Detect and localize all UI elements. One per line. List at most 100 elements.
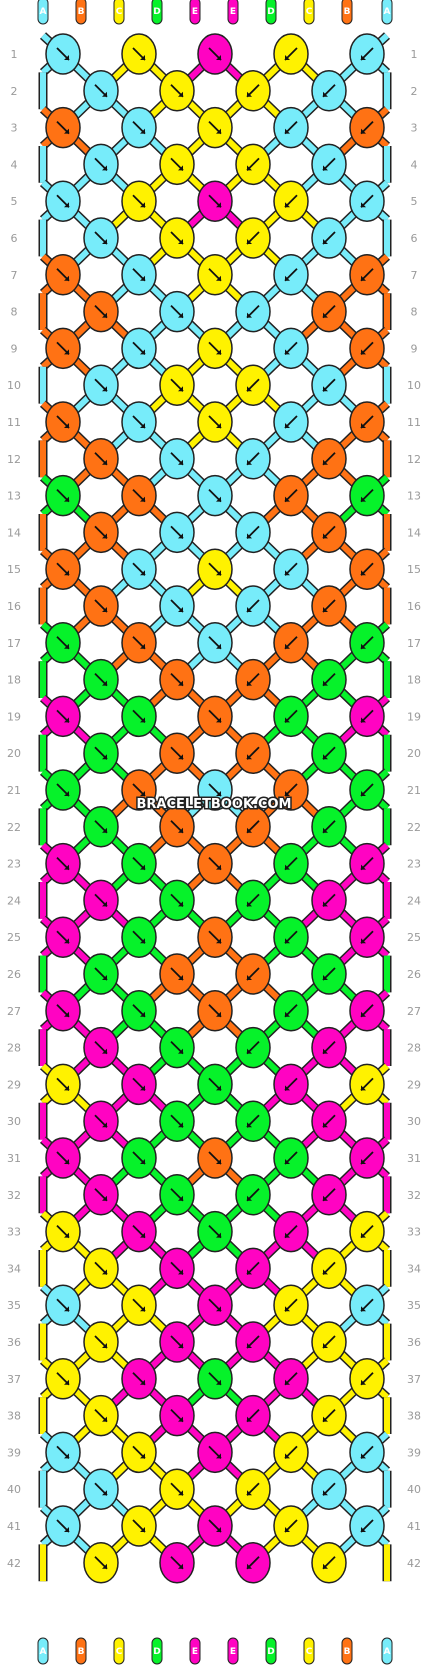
knot-arrow-head: [102, 1122, 107, 1128]
row-number-right: 31: [407, 1152, 421, 1165]
strand-label: B: [78, 1647, 85, 1657]
row-number-right: 36: [407, 1336, 421, 1349]
knot-arrow-head: [323, 533, 328, 539]
knot-arrow-head: [178, 975, 183, 980]
knot-arrow-head: [361, 202, 366, 208]
knot-arrow-head: [323, 1343, 328, 1348]
strand-end: [381, 0, 393, 25]
row-number-left: 4: [11, 158, 18, 171]
knot-arrow-head: [140, 864, 145, 870]
knot-arrow-head: [361, 349, 366, 355]
row-number-left: 3: [11, 122, 18, 135]
row-number-left: 25: [7, 931, 21, 944]
knot-arrow-head: [102, 680, 107, 686]
strand-label: D: [267, 1647, 274, 1657]
strand-end: [75, 0, 87, 25]
row-number-left: 5: [11, 195, 18, 208]
strand-label: B: [344, 7, 351, 17]
knot-arrow-head: [140, 1085, 145, 1091]
knot-arrow-head: [247, 1563, 252, 1569]
strand-label: D: [267, 7, 274, 17]
knot-arrow-head: [102, 901, 107, 907]
row-number-right: 25: [407, 931, 421, 944]
row-number-left: 35: [7, 1299, 21, 1312]
strand-label: C: [306, 7, 313, 17]
knot-arrow-head: [178, 459, 183, 465]
knot-arrow-head: [216, 1306, 221, 1312]
row-number-right: 13: [407, 490, 421, 503]
knot-arrow-head: [216, 1232, 221, 1238]
knot-arrow-head: [64, 864, 69, 870]
knot-arrow-head: [64, 202, 69, 208]
knot-arrow-head: [285, 1306, 290, 1312]
knot-arrow-head: [361, 1085, 366, 1091]
row-number-right: 21: [407, 784, 421, 797]
knot-arrow-head: [323, 1122, 328, 1128]
strand-end: [265, 0, 277, 25]
knot-arrow-head: [140, 275, 145, 281]
row-number-right: 20: [407, 747, 421, 760]
knot-arrow-head: [285, 496, 290, 502]
knot-arrow-head: [140, 496, 145, 502]
strand-label: C: [306, 1647, 313, 1657]
knot-arrow-head: [323, 91, 328, 97]
knot-arrow-head: [323, 165, 328, 171]
knot-arrow-head: [102, 827, 107, 833]
knot-arrow-head: [140, 1232, 145, 1238]
knot-arrow-head: [323, 901, 328, 907]
row-number-left: 2: [11, 85, 18, 98]
knot-arrow-head: [216, 864, 221, 870]
strand-end: [151, 0, 163, 25]
row-number-right: 11: [407, 416, 421, 429]
knot-arrow-head: [323, 975, 328, 980]
knot-arrow-head: [64, 938, 69, 944]
row-number-right: 23: [407, 858, 421, 871]
knot-arrow-head: [216, 1379, 221, 1385]
knot-arrow-head: [178, 1122, 183, 1128]
strand-label: B: [78, 7, 85, 17]
knot-arrow-head: [64, 1453, 69, 1459]
knot-arrow-head: [247, 1343, 252, 1348]
row-number-left: 31: [7, 1152, 21, 1165]
strand-label: E: [192, 1647, 198, 1657]
knot-arrow-head: [285, 128, 290, 134]
row-number-right: 40: [407, 1483, 421, 1496]
row-number-left: 42: [7, 1557, 21, 1570]
knot-arrow-head: [140, 202, 145, 208]
knot-arrow-head: [102, 239, 107, 244]
knot-arrow-head: [247, 533, 252, 539]
knot-arrow-head: [140, 717, 145, 723]
knot-arrow-head: [64, 1306, 69, 1312]
knot-arrow-head: [247, 1416, 252, 1422]
knot-arrow-head: [247, 1490, 252, 1496]
knot-arrow-head: [323, 386, 328, 392]
row-number-left: 30: [7, 1115, 21, 1128]
knot-arrow-head: [178, 1269, 183, 1275]
knot-layer: [45, 33, 385, 1584]
knot-arrow-head: [361, 423, 366, 428]
knot-arrow-head: [285, 202, 290, 208]
knot-arrow-head: [247, 827, 252, 833]
knot-arrow-head: [247, 754, 252, 760]
knot-arrow-head: [216, 202, 221, 208]
strand-label: A: [384, 7, 391, 17]
strand-end: [341, 0, 353, 25]
knot-arrow-head: [285, 423, 290, 428]
knot-arrow-head: [285, 1232, 290, 1238]
knot-arrow-head: [140, 1306, 145, 1312]
row-number-left: 26: [7, 968, 21, 981]
knot-arrow-head: [361, 128, 366, 134]
knot-arrow-head: [140, 128, 145, 134]
knot-arrow-head: [361, 643, 366, 649]
knot-arrow-head: [247, 1122, 252, 1128]
knot-arrow-head: [247, 312, 252, 318]
knot-arrow-head: [216, 496, 221, 502]
row-number-left: 19: [7, 710, 21, 723]
row-number-right: 16: [407, 600, 421, 613]
strand-end: [381, 1637, 393, 1665]
row-number-left: 32: [7, 1189, 21, 1202]
knot-arrow-head: [216, 717, 221, 723]
knot-arrow-head: [323, 1490, 328, 1496]
knot-arrow-head: [323, 1563, 328, 1569]
knot-arrow-head: [285, 1453, 290, 1459]
